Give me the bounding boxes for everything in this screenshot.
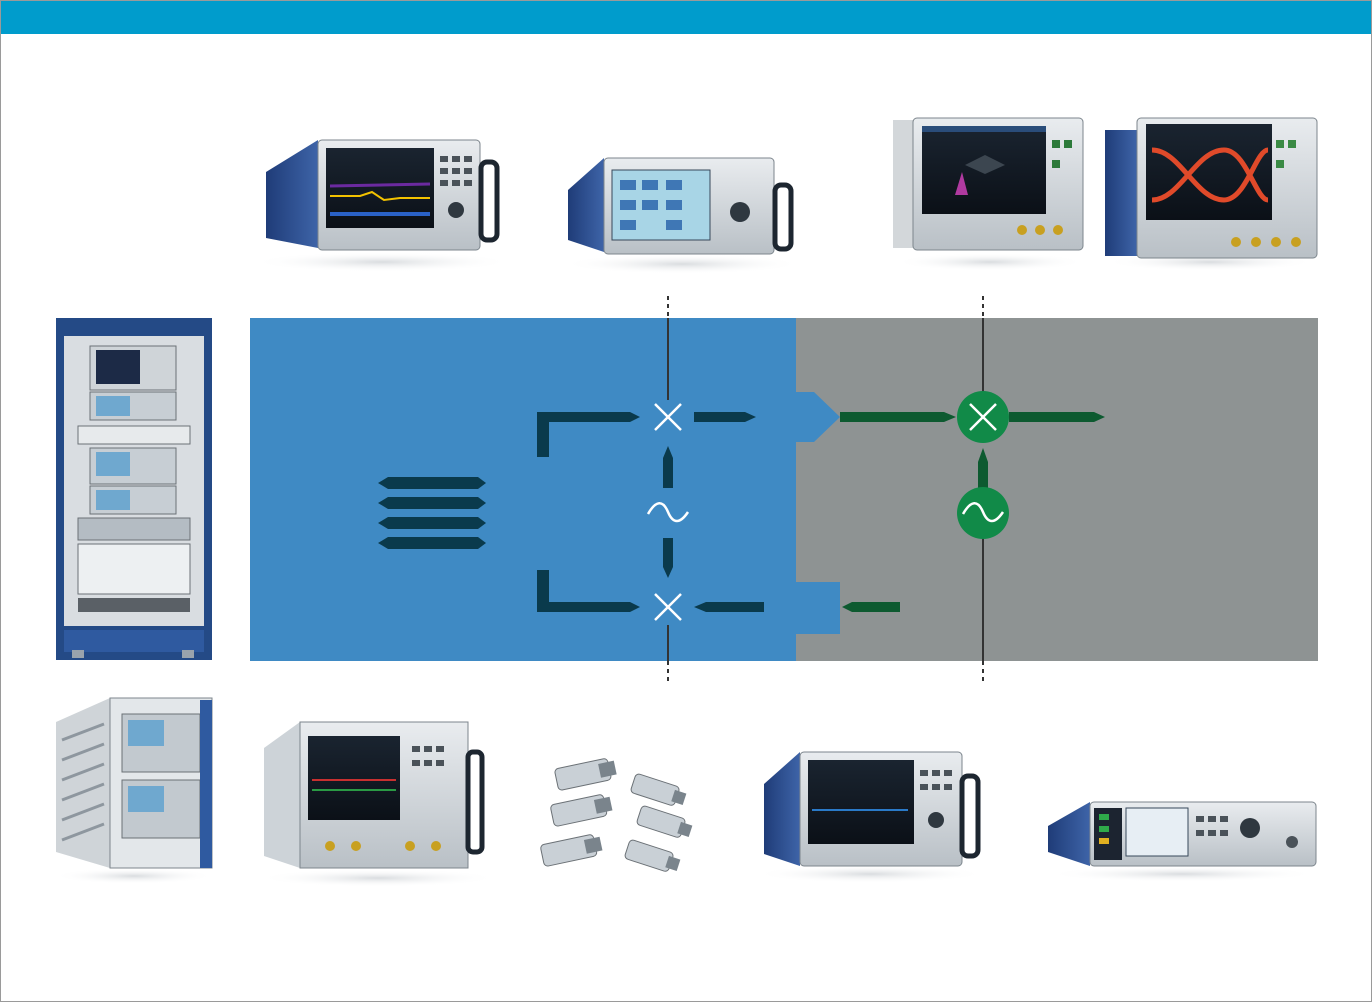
iq-output-arrow bbox=[796, 392, 840, 442]
header-bar bbox=[0, 0, 1372, 34]
vector-signal-generator-top bbox=[562, 157, 802, 274]
test-rack-compact bbox=[54, 697, 214, 884]
power-sensors bbox=[540, 758, 693, 872]
mixer-q bbox=[654, 593, 682, 621]
probe-lines bbox=[667, 296, 984, 684]
mixer-i bbox=[654, 403, 682, 431]
feedback-input-tab bbox=[796, 582, 840, 634]
data-stack-icon bbox=[378, 477, 486, 549]
iq-branch-arrows bbox=[537, 412, 764, 612]
lo-baseband bbox=[646, 502, 690, 523]
mixer-rf-symbol bbox=[969, 403, 997, 431]
test-rack-tall bbox=[56, 318, 212, 660]
oscilloscope-eye-diagram bbox=[1105, 117, 1318, 271]
signal-analyzer-top bbox=[252, 139, 512, 272]
spectrum-analyzer-bottom bbox=[755, 751, 985, 883]
rf-chain-arrows bbox=[840, 412, 1105, 612]
vector-network-analyzer bbox=[258, 721, 498, 887]
signal-generator-compact bbox=[1047, 801, 1317, 882]
oscilloscope-spectrum bbox=[893, 117, 1085, 271]
lo-rf-symbol bbox=[961, 502, 1005, 523]
